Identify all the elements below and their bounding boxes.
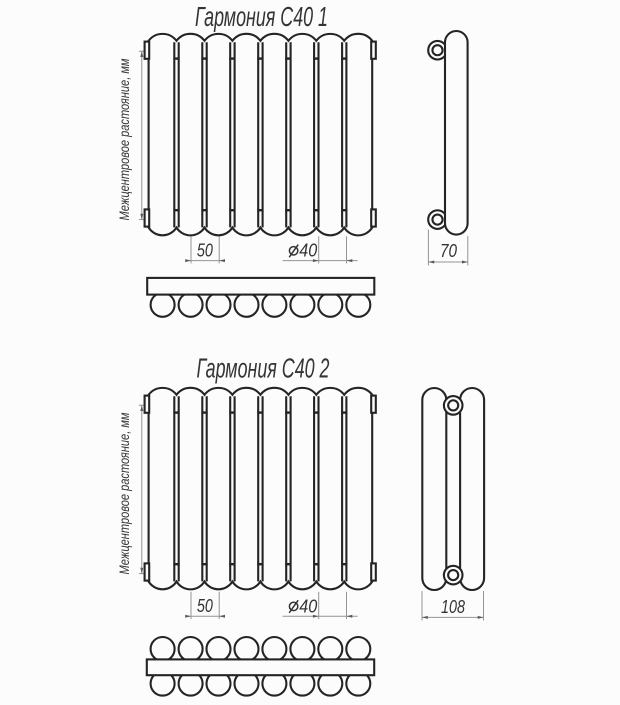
svg-text:40: 40 bbox=[299, 240, 318, 261]
svg-text:50: 50 bbox=[197, 240, 214, 261]
svg-text:Гармония С40 1: Гармония С40 1 bbox=[195, 1, 328, 32]
svg-text:Межцентровое растояние, мм: Межцентровое растояние, мм bbox=[117, 413, 132, 575]
svg-text:70: 70 bbox=[440, 240, 458, 261]
svg-text:Межцентровое растояние, мм: Межцентровое растояние, мм bbox=[117, 58, 132, 220]
svg-text:50: 50 bbox=[197, 595, 214, 616]
svg-text:Гармония С40 2: Гармония С40 2 bbox=[197, 353, 330, 384]
svg-text:40: 40 bbox=[299, 595, 318, 616]
svg-text:108: 108 bbox=[441, 596, 466, 617]
